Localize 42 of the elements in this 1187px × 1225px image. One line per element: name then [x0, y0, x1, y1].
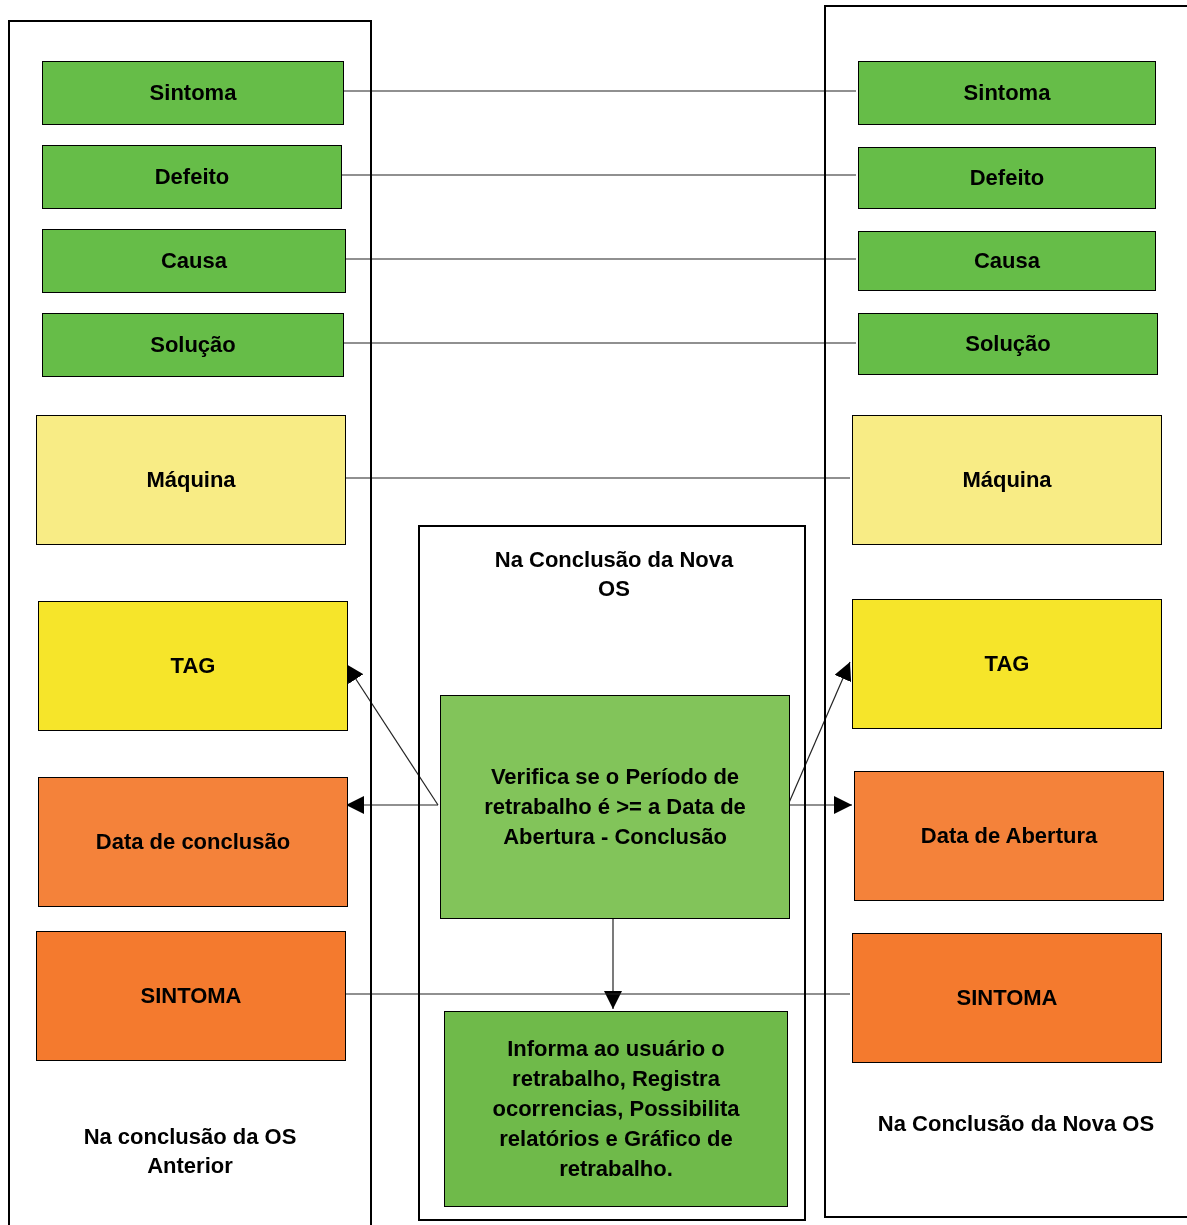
process-box	[36, 415, 346, 545]
panel-title: Na Conclusão da Nova OS	[876, 1110, 1156, 1138]
panel-title: Na conclusão da OS Anterior	[82, 1123, 298, 1180]
box-label: Máquina	[146, 466, 236, 494]
process-box	[852, 933, 1162, 1063]
box-label: Causa	[160, 247, 227, 275]
box-label: Sintoma	[963, 79, 1051, 107]
box-label: Verifica se o Período de retrabalho é >= a Data de Abertura - Conclusão	[483, 763, 747, 851]
box-label: Informa ao usuário o retrabalho, Registra ocorrencias, Possibilita relatórios e Gráfico de retrabalho.	[491, 1035, 741, 1183]
process-box	[42, 313, 344, 377]
panel-title: Na Conclusão da Nova OS	[493, 546, 735, 603]
process-box	[858, 61, 1156, 125]
process-box	[852, 599, 1162, 729]
process-box	[42, 145, 342, 209]
process-box	[38, 601, 348, 731]
process-box	[854, 771, 1164, 901]
box-label: Defeito	[154, 163, 230, 191]
box-label: Data de conclusão	[95, 828, 291, 856]
box-label: Causa	[973, 247, 1040, 275]
box-label: Máquina	[962, 466, 1052, 494]
process-box	[38, 777, 348, 907]
process-box	[852, 415, 1162, 545]
box-label: Solução	[965, 330, 1051, 358]
process-box	[858, 147, 1156, 209]
box-label: SINTOMA	[956, 984, 1058, 1012]
box-label: Solução	[150, 331, 236, 359]
box-label: TAG	[984, 650, 1030, 678]
box-label: Defeito	[969, 164, 1045, 192]
box-label: Data de Abertura	[920, 822, 1098, 850]
panel	[824, 5, 1187, 1218]
box-label: SINTOMA	[140, 982, 242, 1010]
process-box	[440, 695, 790, 919]
process-box	[858, 313, 1158, 375]
box-label: Sintoma	[149, 79, 237, 107]
panel	[8, 20, 372, 1225]
process-box	[444, 1011, 788, 1207]
panel	[418, 525, 806, 1221]
box-label: TAG	[170, 652, 216, 680]
process-box	[36, 931, 346, 1061]
process-box	[42, 229, 346, 293]
process-box	[42, 61, 344, 125]
process-box	[858, 231, 1156, 291]
